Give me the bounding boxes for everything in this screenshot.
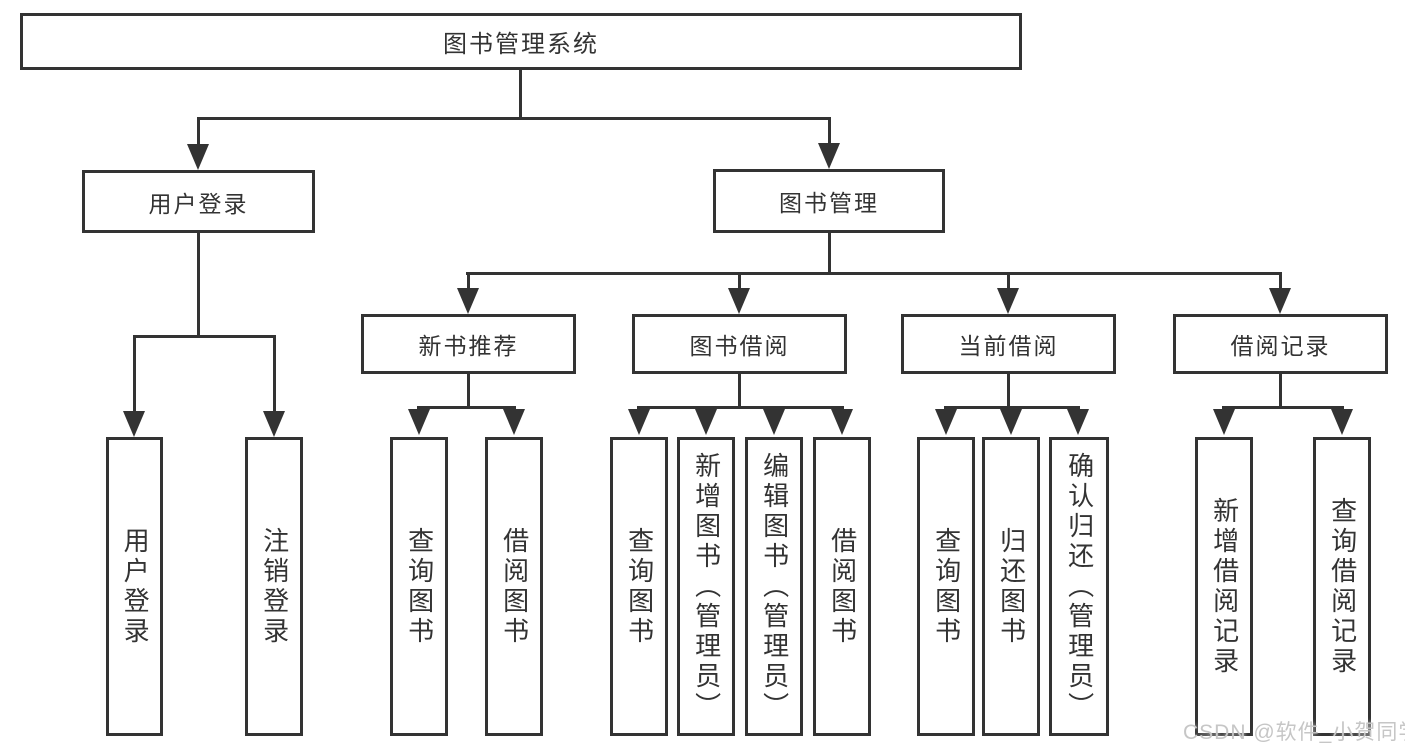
- connector-current-borrow-drop: [1007, 374, 1010, 409]
- connector-to-book-borrow: [738, 274, 741, 290]
- connector-new-book-bus: [417, 406, 516, 409]
- leaf-return-books: 归还图书: [982, 437, 1040, 736]
- node-borrow-records: 借阅记录: [1173, 314, 1388, 374]
- arrowhead-leaf-icon: [763, 409, 785, 435]
- leaf-user-login: 用户登录: [106, 437, 163, 736]
- node-book-borrow: 图书借阅: [632, 314, 847, 374]
- leaf-label: 确认归还（管理员）: [1064, 451, 1095, 722]
- arrowhead-leaf-icon: [628, 409, 650, 435]
- leaf-add-books-admin: 新增图书（管理员）: [677, 437, 735, 736]
- leaf-label: 新增图书（管理员）: [691, 451, 722, 722]
- leaf-query-books-borrow: 查询图书: [610, 437, 668, 736]
- leaf-confirm-return-admin: 确认归还（管理员）: [1049, 437, 1109, 736]
- connector-book-borrow-bus: [637, 406, 844, 409]
- arrowhead-leaf-logout-icon: [263, 411, 285, 437]
- arrowhead-leaf-icon: [1000, 409, 1022, 435]
- arrowhead-leaf-icon: [503, 409, 525, 435]
- connector-new-book-drop: [467, 374, 470, 409]
- leaf-label: 用户登录: [120, 526, 151, 647]
- arrowhead-leaf-icon: [1331, 409, 1353, 435]
- connector-level3-bus: [466, 272, 1282, 275]
- node-book-management: 图书管理: [713, 169, 945, 233]
- node-user-login: 用户登录: [82, 170, 315, 233]
- connector-current-borrow-bus: [944, 406, 1080, 409]
- arrowhead-leaf-icon: [408, 409, 430, 435]
- arrowhead-borrow-records-icon: [1269, 288, 1291, 314]
- leaf-query-borrow-record: 查询借阅记录: [1313, 437, 1371, 736]
- arrowhead-leaf-icon: [1067, 409, 1089, 435]
- leaf-logout: 注销登录: [245, 437, 303, 736]
- leaf-label: 借阅图书: [827, 526, 858, 647]
- leaf-label: 查询借阅记录: [1327, 496, 1358, 677]
- connector-to-leaf-logout: [273, 337, 276, 413]
- connector-to-borrow-records: [1279, 274, 1282, 290]
- leaf-query-books-recommend: 查询图书: [390, 437, 448, 736]
- leaf-label: 注销登录: [259, 526, 290, 647]
- leaf-query-books-current: 查询图书: [917, 437, 975, 736]
- leaf-label: 查询图书: [404, 526, 435, 647]
- leaf-add-borrow-record: 新增借阅记录: [1195, 437, 1253, 736]
- connector-borrow-records-bus: [1222, 406, 1344, 409]
- arrowhead-user-login-icon: [187, 144, 209, 170]
- arrowhead-leaf-icon: [695, 409, 717, 435]
- leaf-borrow-books: 借阅图书: [813, 437, 871, 736]
- arrowhead-leaf-icon: [1213, 409, 1235, 435]
- arrowhead-leaf-icon: [831, 409, 853, 435]
- arrowhead-book-borrow-icon: [728, 288, 750, 314]
- connector-to-leaf-login: [133, 337, 136, 413]
- leaf-label: 借阅图书: [499, 526, 530, 647]
- arrowhead-leaf-login-icon: [123, 411, 145, 437]
- connector-book-borrow-drop: [738, 374, 741, 409]
- connector-book-mgmt-drop: [828, 233, 831, 274]
- connector-to-current-borrow: [1007, 274, 1010, 290]
- watermark: CSDN @软件_小贺同学: [1183, 721, 1405, 744]
- connector-borrow-records-drop: [1279, 374, 1282, 409]
- leaf-label: 编辑图书（管理员）: [759, 451, 790, 722]
- leaf-edit-books-admin: 编辑图书（管理员）: [745, 437, 803, 736]
- connector-to-book-mgmt: [828, 119, 831, 147]
- connector-user-login-bus: [133, 335, 276, 338]
- connector-to-user-login: [197, 119, 200, 149]
- arrowhead-book-mgmt-icon: [818, 143, 840, 169]
- arrowhead-current-borrow-icon: [997, 288, 1019, 314]
- connector-level2-bus: [197, 117, 831, 120]
- leaf-label: 归还图书: [996, 526, 1027, 647]
- connector-to-new-book: [467, 274, 470, 290]
- leaf-label: 新增借阅记录: [1209, 496, 1240, 677]
- arrowhead-leaf-icon: [935, 409, 957, 435]
- node-new-book-recommend: 新书推荐: [361, 314, 576, 374]
- arrowhead-new-book-icon: [457, 288, 479, 314]
- connector-user-login-drop: [197, 233, 200, 338]
- node-current-borrow: 当前借阅: [901, 314, 1116, 374]
- connector-root-drop: [519, 68, 522, 120]
- leaf-label: 查询图书: [624, 526, 655, 647]
- leaf-borrow-books-recommend: 借阅图书: [485, 437, 543, 736]
- node-library-system: 图书管理系统: [20, 13, 1022, 70]
- leaf-label: 查询图书: [931, 526, 962, 647]
